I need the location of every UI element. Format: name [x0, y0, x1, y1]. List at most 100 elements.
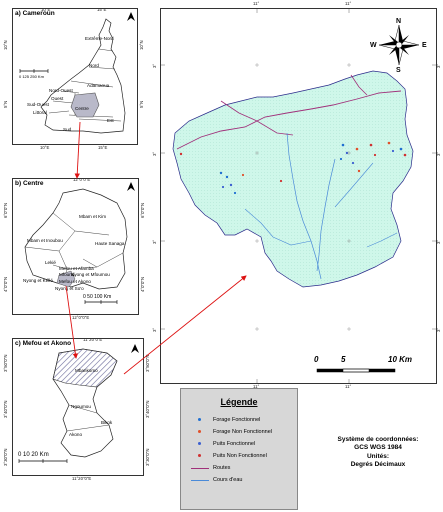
region-label: Sud-Ouest: [27, 102, 49, 107]
coord-label: 10°E: [41, 8, 51, 12]
centre-outline: [24, 188, 128, 290]
legend-item: Forage Fonctionnel: [191, 417, 260, 423]
north-arrow: [127, 12, 135, 21]
compass-north: N: [396, 18, 402, 25]
coord-label: 11°: [253, 384, 260, 389]
coord-label: 15°E: [97, 8, 107, 12]
compass-east: E: [422, 42, 427, 49]
region-label: Nyong et Kéllé: [23, 278, 53, 283]
region-label: Ngoumou: [71, 404, 91, 409]
coord-label: 3°30"0"N: [3, 448, 8, 466]
region-label: Ouest: [51, 96, 64, 101]
legend-item: Forage Non Fonctionnel: [191, 429, 272, 435]
legend-item: Puits Fonctionnel: [191, 441, 255, 447]
sysinfo-line: Degrés Décimaux: [350, 461, 406, 469]
coord-label: 3°50"0"N: [3, 354, 8, 372]
region-label: Littoral: [33, 110, 47, 115]
cameroun-map: [19, 18, 126, 134]
sysinfo-line: GCS WGS 1984: [354, 444, 402, 452]
coord-label: 5°N: [139, 100, 144, 108]
region-label: Adamaoua: [87, 83, 110, 88]
main-map-frame: N S E W 0 5 10 Km: [160, 8, 437, 384]
coord-label: 3°: [152, 63, 157, 68]
region-label: Mbankomo: [75, 368, 98, 373]
scale-label: 0 125 250 Km: [19, 74, 44, 79]
coord-label: 5°N: [3, 100, 8, 108]
coord-label: 6°0"0"N: [140, 202, 145, 218]
region-label: Bikok: [101, 420, 113, 425]
coord-label: 4°0"0"N: [140, 276, 145, 292]
scale-five: 5: [341, 355, 346, 364]
coord-label: 3°: [436, 239, 441, 244]
coord-label: 10°N: [3, 40, 8, 50]
region-label: Akono: [69, 432, 83, 437]
centre-map: [24, 182, 135, 304]
main-scale-bar: [316, 368, 396, 373]
region-label: Nord-Ouest: [49, 88, 73, 93]
water-points: [179, 141, 407, 195]
coord-label: 11°: [253, 1, 260, 6]
scale-label: 0 10 20 Km: [18, 452, 49, 458]
coord-label: 3°: [152, 151, 157, 156]
panel-c-title: c) Mefou et Akono: [15, 340, 72, 347]
puits-non-fonctionnel-icon: [198, 454, 201, 457]
coord-label: 3°40"0"N: [3, 400, 8, 418]
road: [176, 90, 402, 150]
coord-label: 11°: [345, 384, 352, 389]
scale-ten: 10 Km: [388, 355, 413, 364]
scale-label: 0 50 100 Km: [83, 294, 112, 300]
region-label: Mfoundi: [59, 272, 76, 277]
region-label: Mefou et Akono: [59, 279, 91, 284]
sysinfo-line: Système de coordonnées:: [337, 436, 419, 443]
panel-cameroun: a) Cameroun Extrême-Nord Nord Adamaoua N…: [12, 8, 138, 145]
region-label: Nyong et So'o: [55, 286, 84, 291]
mbankomo-highlight: [52, 348, 118, 388]
region-label: Nord: [89, 63, 99, 68]
centre-region-highlight: [70, 92, 100, 118]
river: [334, 162, 374, 208]
coord-label: 4°0"0"N: [3, 276, 8, 292]
coord-label: 11°: [345, 1, 352, 6]
main-map: [161, 9, 436, 383]
forage-non-fonctionnel-icon: [198, 430, 201, 433]
north-arrow-icon: [131, 344, 139, 353]
coord-label: 3°50"0"N: [145, 354, 150, 372]
coord-label: 12°0"0"E: [72, 315, 90, 320]
region-label: Lekié: [45, 260, 56, 265]
river-line-icon: [191, 480, 209, 481]
coord-label: 11°20"0"E: [83, 338, 103, 342]
region-label: Nyong et Mfoumou: [71, 272, 110, 277]
region-label: Extrême-Nord: [85, 36, 114, 41]
puits-fonctionnel-icon: [198, 442, 201, 445]
panel-b-title: b) Centre: [15, 180, 44, 187]
river: [316, 158, 336, 272]
coord-label: 3°: [436, 327, 441, 332]
road-line-icon: [191, 468, 209, 469]
coord-label: 10°N: [139, 40, 144, 50]
coordinate-system-info: Système de coordonnées: GCS WGS 1984 Uni…: [318, 436, 438, 470]
cameroun-outline: [40, 18, 126, 134]
compass-south: S: [396, 67, 401, 74]
mefou-akono-map: [18, 344, 139, 463]
region-label: Centre: [75, 106, 89, 111]
compass-west: W: [370, 42, 377, 49]
coord-label: 10°E: [40, 145, 50, 150]
coord-label: 12°0"0"E: [73, 178, 91, 182]
coord-label: 3°: [436, 151, 441, 156]
sysinfo-line: Unités:: [366, 452, 390, 460]
legend-item: Puits Non Fonctionnel: [191, 453, 267, 459]
mefou-akono-highlight: [56, 270, 76, 288]
road: [220, 100, 294, 136]
region-label: Est: [107, 118, 114, 123]
legend-item: Cours d'eau: [191, 477, 243, 483]
road: [350, 74, 368, 96]
legend-item: Routes: [191, 465, 230, 471]
coord-label: 3°: [152, 327, 157, 332]
forage-fonctionnel-icon: [198, 418, 201, 421]
region-label: Mbam et Inoubou: [27, 238, 63, 243]
coord-label: 3°30"0"N: [145, 448, 150, 466]
river: [366, 232, 398, 248]
region-label: Mbam et Kim: [79, 214, 107, 219]
scale-zero: 0: [314, 355, 319, 364]
coord-label: 3°40"0"N: [145, 400, 150, 418]
